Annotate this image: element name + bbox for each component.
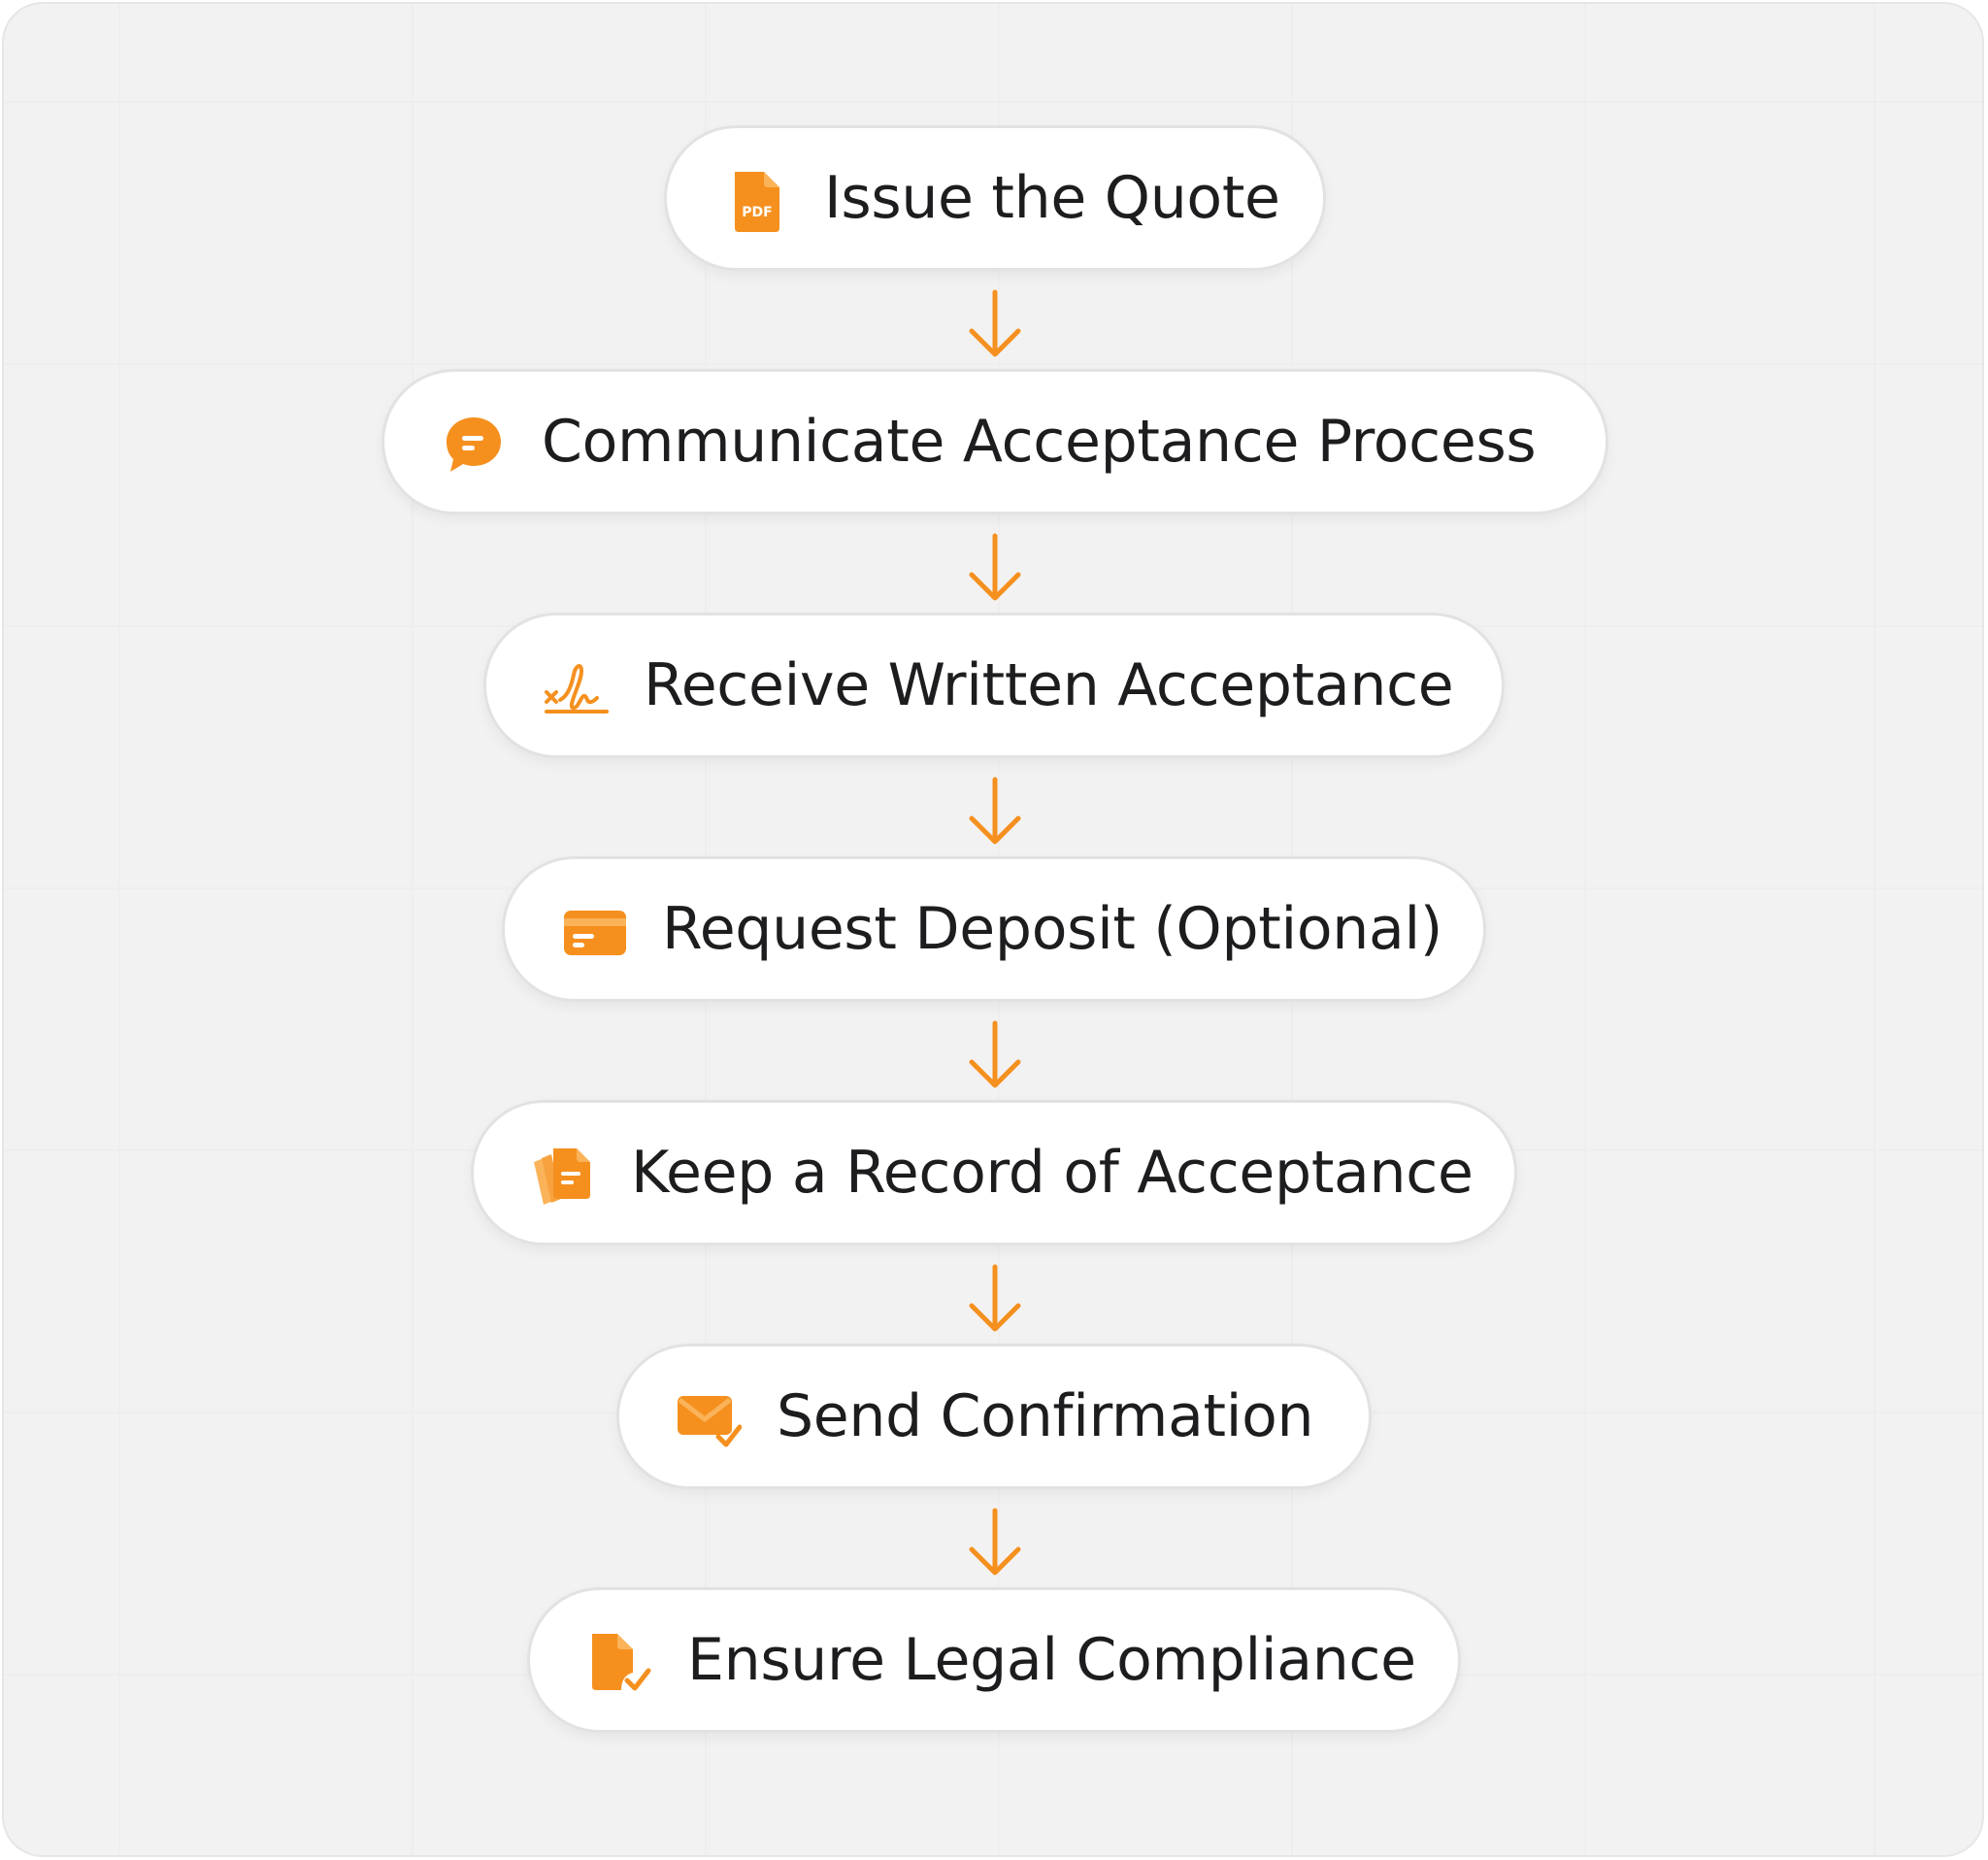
flow-arrow <box>965 1507 1025 1578</box>
step-label: Keep a Record of Acceptance <box>631 1139 1474 1207</box>
grid-line <box>1584 4 1586 1855</box>
chat-bubble-icon <box>441 412 507 478</box>
step-label: Communicate Acceptance Process <box>542 408 1537 476</box>
flow-arrow <box>965 288 1025 360</box>
step-label: Send Confirmation <box>777 1382 1314 1450</box>
grid-line <box>412 4 414 1855</box>
step-receive-acceptance: Receive Written Acceptance <box>483 613 1505 758</box>
grid-line <box>118 4 120 1855</box>
step-keep-record: Keep a Record of Acceptance <box>471 1100 1517 1246</box>
grid-line <box>4 101 1982 103</box>
stacked-documents-icon <box>530 1143 596 1209</box>
step-label: Ensure Legal Compliance <box>687 1626 1416 1694</box>
flow-arrow <box>965 1263 1025 1335</box>
envelope-check-icon <box>676 1386 742 1452</box>
grid-line <box>1873 4 1875 1855</box>
step-label: Receive Written Acceptance <box>644 651 1454 719</box>
credit-card-icon <box>561 899 627 965</box>
step-legal-compliance: Ensure Legal Compliance <box>527 1587 1461 1733</box>
flow-arrow <box>965 532 1025 604</box>
grid-line <box>4 363 1982 365</box>
flow-arrow <box>965 1019 1025 1091</box>
step-label: Issue the Quote <box>824 164 1280 232</box>
step-issue-quote: PDF Issue the Quote <box>664 125 1326 271</box>
step-request-deposit: Request Deposit (Optional) <box>502 856 1486 1002</box>
document-check-icon <box>586 1630 652 1696</box>
step-send-confirmation: Send Confirmation <box>616 1344 1372 1489</box>
pdf-file-icon: PDF <box>723 168 789 234</box>
flow-arrow <box>965 776 1025 847</box>
step-label: Request Deposit (Optional) <box>662 895 1442 963</box>
signature-icon <box>543 655 609 721</box>
step-communicate-process: Communicate Acceptance Process <box>381 369 1608 515</box>
svg-text:PDF: PDF <box>742 205 772 220</box>
